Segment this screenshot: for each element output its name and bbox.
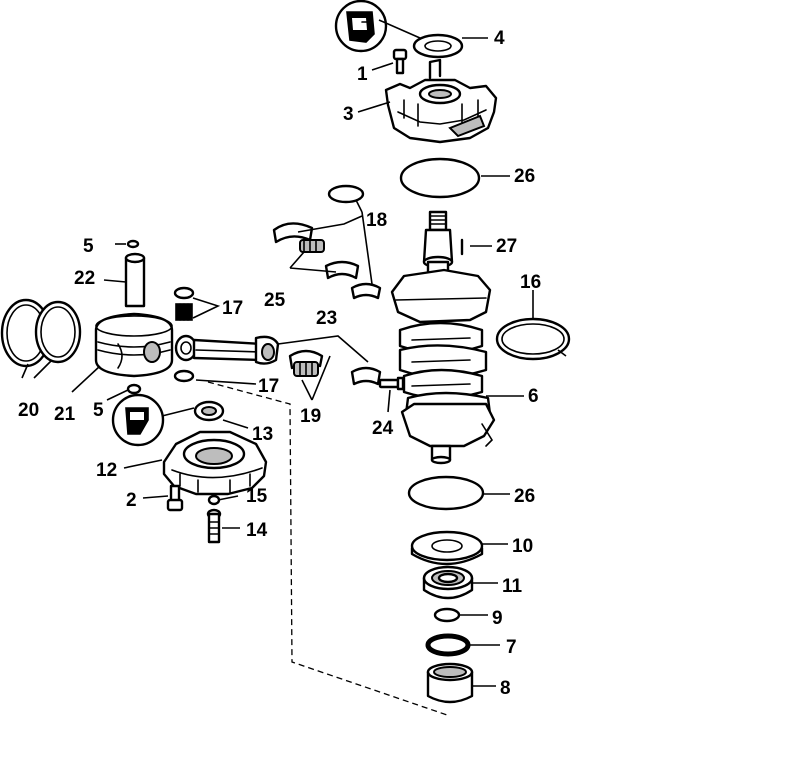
callout-16: 16	[520, 272, 541, 293]
part-seal-7	[425, 633, 471, 657]
part-screw-14	[206, 508, 222, 544]
part-upper-bearing-housing-3	[384, 58, 498, 144]
callout-4: 4	[494, 28, 505, 49]
callout-25: 25	[264, 290, 286, 311]
callout-22: 22	[74, 268, 95, 289]
part-needle-bearing-17	[173, 286, 195, 383]
callout-18: 18	[366, 210, 387, 231]
part-sleeve-8	[426, 662, 474, 704]
assembly-path-line	[207, 381, 451, 717]
part-o-ring-26-bottom	[407, 475, 485, 511]
leader-lines	[21, 19, 534, 687]
part-screw-1	[392, 48, 408, 75]
callout-10: 10	[512, 536, 533, 557]
part-retaining-ring-9	[433, 607, 461, 623]
part-rod-bearing-19	[288, 349, 382, 386]
callout-26-bottom: 26	[514, 486, 535, 507]
callout-1: 1	[357, 64, 368, 85]
part-crankshaft-6	[390, 210, 496, 465]
part-rod-bearing-25	[272, 222, 382, 300]
callout-20: 20	[18, 400, 39, 421]
callout-19: 19	[300, 406, 321, 427]
part-piston-rings-20	[0, 298, 82, 368]
callout-17-lower: 17	[258, 376, 279, 397]
part-seal-4	[412, 33, 464, 59]
callout-17-top: 17	[222, 298, 243, 319]
callout-12: 12	[96, 460, 117, 481]
lubricant-tube-icon	[334, 0, 388, 53]
part-ball-bearing-11	[422, 565, 474, 600]
callout-numbers: 4 1 3 26 18 27 5 22 25 16 17 23 17 6 20 …	[18, 28, 541, 699]
callout-11: 11	[502, 576, 523, 597]
part-retainer-clip-5-lower	[126, 383, 142, 395]
part-retainer-clip-5-top	[126, 239, 140, 249]
lubricant-drop-icon	[111, 393, 165, 447]
callout-5-top: 5	[83, 236, 94, 257]
callout-7: 7	[506, 637, 517, 658]
part-retainer-ring-18	[327, 184, 365, 204]
callout-5-lower: 5	[93, 400, 104, 421]
part-piston-21	[94, 312, 174, 378]
callout-3: 3	[343, 104, 354, 125]
part-wrist-pin-22	[124, 252, 146, 308]
part-o-ring-26-top	[399, 157, 481, 199]
callout-23: 23	[316, 308, 337, 329]
callout-8: 8	[500, 678, 511, 699]
part-lower-bearing-housing-12	[162, 430, 268, 496]
part-seal-13	[193, 400, 225, 422]
callout-26-top: 26	[514, 166, 535, 187]
callout-15: 15	[246, 486, 268, 507]
callout-2: 2	[126, 490, 137, 511]
callout-13: 13	[252, 424, 273, 445]
part-rod-screw-24	[378, 376, 405, 391]
part-screw-2	[166, 484, 184, 512]
callout-27: 27	[496, 236, 517, 257]
part-washer-15	[207, 494, 221, 506]
callout-24: 24	[372, 418, 394, 439]
part-connecting-rod	[174, 334, 280, 365]
part-retainer-ring-16	[495, 317, 571, 361]
callout-6: 6	[528, 386, 539, 407]
part-thrust-washer-10	[410, 530, 484, 566]
callout-9: 9	[492, 608, 503, 629]
callout-14: 14	[246, 520, 268, 541]
callout-21: 21	[54, 404, 76, 425]
